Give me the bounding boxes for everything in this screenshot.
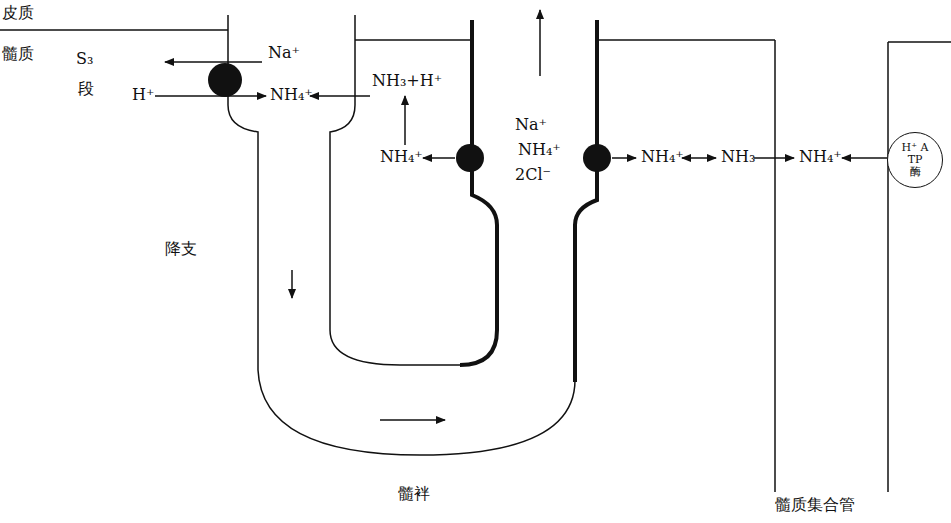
flow-arrow [539,10,541,76]
part-label: 髓质集合管 [775,496,855,514]
flux-arrow [404,96,406,145]
tubule-wall [228,15,575,455]
ion-label: NH₃+H⁺ [372,72,442,90]
flux-arrow [165,61,262,63]
flux-arrow [612,157,636,159]
ion-label: Na⁺ [268,44,300,62]
flux-arrow [842,157,887,159]
pump-circle: H⁺ ATP 酶 [887,132,943,188]
ion-label: Na⁺ [515,116,547,134]
segment-label: 段 [78,80,94,98]
ion-label: H⁺ [132,86,154,104]
transporter-dot [456,144,484,172]
boundary-line [355,39,472,41]
region-label: 皮质 [2,4,34,22]
flux-arrow [423,157,455,159]
ion-label: NH₄⁺ [270,86,313,104]
flux-arrow [310,95,370,97]
part-label: 髓袢 [398,485,430,503]
segment-label: S₃ [76,50,93,68]
flow-arrow [380,419,445,421]
pump-text: H⁺ ATP 酶 [901,142,929,178]
boundary-line [597,39,775,41]
transporter-dot [583,144,611,172]
ion-label: NH₄⁺ [641,148,684,166]
part-label: 降支 [165,240,197,258]
ion-label: 2Cl⁻ [515,166,551,184]
ion-label: NH₄⁺ [380,148,423,166]
thick-wall [575,20,597,382]
duct-wall [774,40,776,492]
ion-label: NH₄⁺ [518,141,561,159]
duct-wall [887,42,889,492]
tubule-wall [330,15,460,365]
flux-arrow [682,157,716,159]
region-label: 髓质 [2,45,34,63]
boundary-line [888,41,951,43]
flux-arrow [155,95,266,97]
boundary-line [0,29,228,31]
ion-label: NH₃ [721,148,755,166]
transporter-dot [208,63,242,97]
thick-wall [460,20,497,365]
flow-arrow [291,270,293,298]
flux-arrow [754,157,794,159]
ion-label: NH₄⁺ [799,148,842,166]
